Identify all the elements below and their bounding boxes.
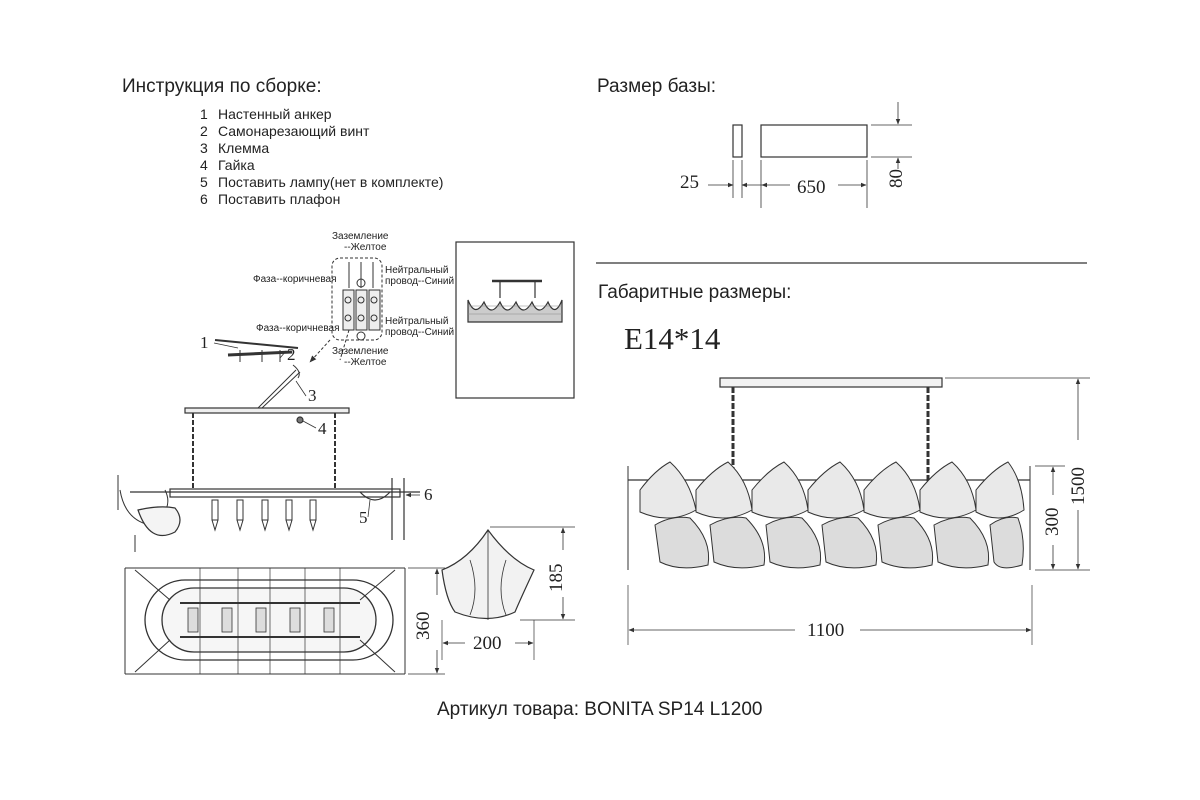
lamp-spec: E14*14	[624, 321, 721, 356]
ground-label-top: Заземление --Желтое	[332, 231, 389, 253]
anchor-assembly	[214, 339, 301, 409]
callout-leaders	[213, 342, 371, 518]
width-value: 1100	[807, 620, 845, 642]
callout-6: 6	[424, 485, 433, 504]
base-size-drawing	[708, 102, 912, 208]
overall-title: Габаритные размеры:	[598, 282, 792, 303]
shade-width-value: 200	[473, 633, 502, 655]
base-depth-value: 25	[680, 172, 699, 194]
shade-drawing	[441, 526, 575, 660]
plan-view	[124, 567, 445, 675]
base-front-view	[760, 124, 868, 158]
callout-2: 2	[287, 345, 296, 364]
wiring-diagram	[309, 257, 383, 363]
base-side-view	[732, 124, 743, 158]
neutral-label-bottom: Нейтральный провод--Синий	[385, 316, 455, 338]
assembly-title: Инструкция по сборке:	[122, 76, 322, 97]
body-height-value: 300	[1042, 507, 1064, 536]
base-size-title: Размер базы:	[597, 76, 717, 97]
base-height-value: 80	[886, 169, 908, 188]
callout-4: 4	[318, 419, 327, 438]
phase-label-top: Фаза--коричневая	[253, 274, 337, 285]
callout-5: 5	[359, 508, 368, 527]
phase-label-bottom: Фаза--коричневая	[256, 323, 340, 334]
preview-box	[455, 241, 575, 399]
product-article: Артикул товара: BONITA SP14 L1200	[437, 699, 763, 720]
ground-label-bottom: Заземление --Желтое	[332, 346, 389, 368]
callout-3: 3	[308, 386, 317, 405]
base-length-value: 650	[797, 177, 826, 199]
callout-1: 1	[200, 333, 209, 352]
shade-height-value: 185	[546, 563, 568, 592]
total-height-value: 1500	[1068, 467, 1090, 505]
neutral-label-top: Нейтральный провод--Синий	[385, 265, 455, 287]
overall-elevation	[627, 377, 1090, 645]
elevation-assembly	[117, 407, 420, 552]
plan-depth-value: 360	[413, 611, 435, 640]
